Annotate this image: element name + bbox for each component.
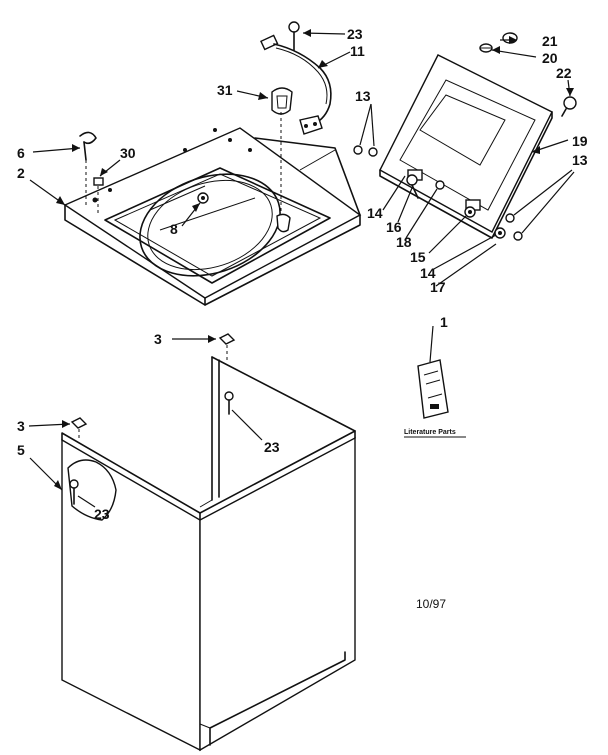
callout-23-top: 23 (347, 26, 363, 42)
callout-15: 15 (410, 249, 426, 265)
bumper-part-22 (561, 96, 577, 117)
clip-part-30 (93, 177, 104, 215)
cabinet-part-5 (61, 356, 356, 752)
callout-3-left: 3 (17, 418, 25, 434)
bumper-part-18 (435, 180, 445, 190)
literature-parts-label: Literature Parts (404, 429, 456, 436)
bushing-part-17 (494, 227, 506, 239)
callout-31: 31 (217, 82, 233, 98)
callout-11: 11 (350, 43, 365, 59)
literature-parts-part-1 (417, 359, 449, 419)
callout-6: 6 (17, 145, 25, 161)
screw-part-23-side (69, 479, 79, 505)
callout-16: 16 (386, 219, 402, 235)
callout-14-upper: 14 (367, 205, 383, 221)
callout-1: 1 (440, 314, 448, 330)
dispenser-part-8 (197, 192, 209, 204)
lid-assembly-part-19 (379, 54, 553, 239)
lid-switch-part-31 (271, 87, 293, 233)
leader-arrows (54, 29, 574, 490)
spring-clip-part-6 (79, 131, 97, 205)
callout-8: 8 (170, 221, 178, 237)
callout-18: 18 (396, 234, 412, 250)
callout-19: 19 (572, 133, 588, 149)
callout-23-side: 23 (94, 506, 110, 522)
wire-harness-part-11 (260, 34, 332, 135)
screws-part-13-left (353, 145, 378, 157)
leader-lines (28, 32, 575, 508)
hinge-pin-part-16 (406, 174, 419, 199)
fastener-part-20 (479, 43, 493, 53)
top-panel (63, 127, 362, 306)
callout-22: 22 (556, 65, 572, 81)
clip-part-3-rear (218, 333, 236, 362)
callout-13-left: 13 (355, 88, 371, 104)
screws-part-13-right (505, 213, 523, 241)
bushing-part-15 (464, 206, 476, 218)
date-code: 10/97 (416, 597, 446, 611)
callout-30: 30 (120, 145, 136, 161)
callout-21: 21 (542, 33, 558, 49)
callout-14-lower: 14 (420, 265, 436, 281)
callout-13-right: 13 (572, 152, 588, 168)
callout-23-rear: 23 (264, 439, 280, 455)
callout-2: 2 (17, 165, 25, 181)
screw-part-23-rear (224, 391, 234, 415)
callout-20: 20 (542, 50, 558, 66)
clip-part-3-left (70, 417, 88, 440)
callout-3-rear: 3 (154, 331, 162, 347)
callout-5: 5 (17, 442, 25, 458)
callout-17: 17 (430, 279, 446, 295)
screw-part-23-top (288, 21, 300, 51)
